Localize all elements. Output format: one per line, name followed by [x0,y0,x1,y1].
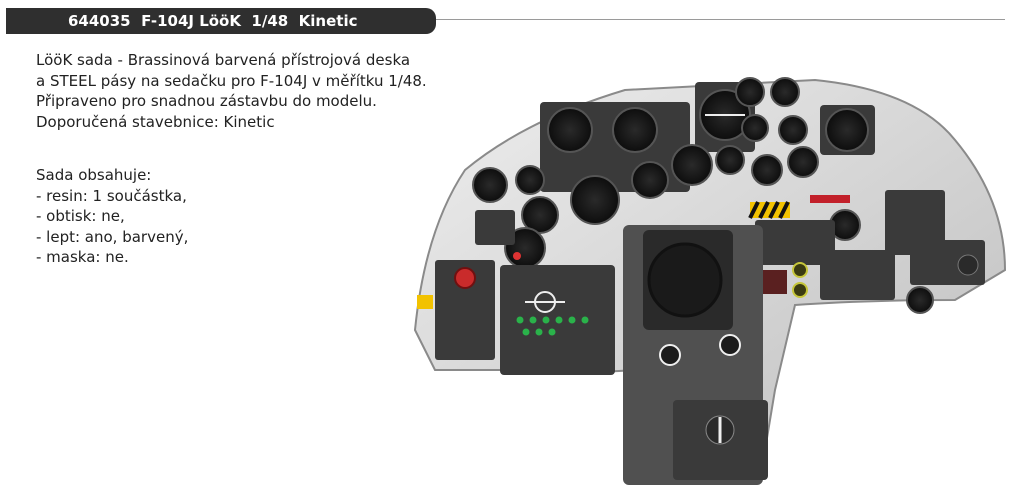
instrument-panel-render [413,77,1007,485]
gauge-dial [778,115,808,145]
gauge-dial [751,154,783,186]
left-console [435,260,495,360]
description-line: Připraveno pro snadnou zástavbu do model… [36,92,377,110]
red-knob [454,267,476,289]
contents-item: - lept: ano, barvený, [36,227,189,246]
gauge-dial [671,144,713,186]
gauge-dial [547,107,593,153]
description-line: LööK sada - Brassinová barvená přístrojo… [36,51,411,69]
contents-item: - resin: 1 součástka, [36,186,187,205]
right-console [885,190,945,255]
contents-item: - maska: ne. [36,248,129,266]
gauge-dial [521,196,559,234]
gauge-dial [735,77,765,107]
gauge-dial [715,145,745,175]
gauge-dial [570,175,620,225]
gauge-dial [472,167,508,203]
instrument-panel-image [395,70,1015,490]
gauge-dial [741,114,769,142]
product-description: LööK sada - Brassinová barvená přístrojo… [36,50,427,132]
gauge-dial [515,165,545,195]
description-line: a STEEL pásy na sedačku pro F-104J v měř… [36,71,427,90]
title-rule [436,19,1005,20]
gauge-dial [825,108,869,152]
contents-item: - obtisk: ne, [36,207,125,225]
gauge-dial [770,77,800,107]
gauge-dial [906,286,934,314]
description-line: Doporučená stavebnice: Kinetic [36,112,275,131]
kit-contents: Sada obsahuje: - resin: 1 součástka, - o… [36,165,188,268]
gauge-dial [612,107,658,153]
radar-scope [647,242,723,318]
gauge-dial [631,161,669,199]
contents-heading: Sada obsahuje: [36,166,152,184]
product-title: 644035 F-104J LööK 1/48 Kinetic [6,8,436,34]
gauge-dial [787,146,819,178]
